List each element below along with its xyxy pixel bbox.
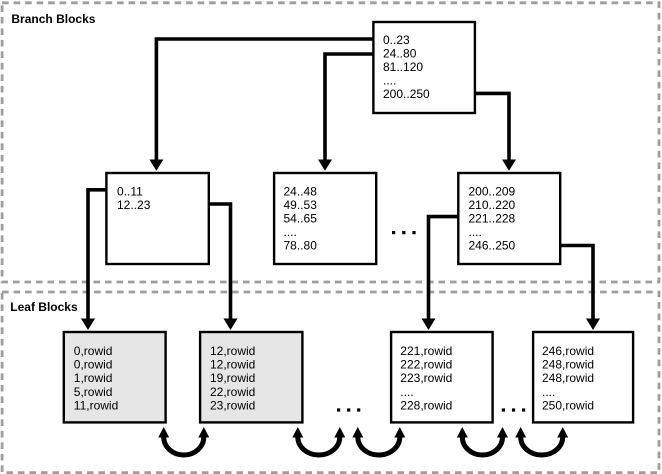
svg-text:228,rowid: 228,rowid [400, 399, 452, 413]
svg-text:....: .... [284, 225, 297, 239]
svg-text:....: .... [469, 225, 482, 239]
svg-text:0..23: 0..23 [383, 33, 410, 47]
svg-text:23,rowid: 23,rowid [210, 399, 255, 413]
svg-text:248,rowid: 248,rowid [542, 371, 594, 385]
svg-text:222,rowid: 222,rowid [400, 358, 452, 372]
svg-text:223,rowid: 223,rowid [400, 371, 452, 385]
svg-text:0,rowid: 0,rowid [74, 358, 113, 372]
svg-text:....: .... [400, 385, 413, 399]
svg-text:12,rowid: 12,rowid [210, 358, 255, 372]
svg-text:....: .... [542, 385, 555, 399]
svg-text:12..23: 12..23 [117, 198, 151, 212]
svg-text:Branch Blocks: Branch Blocks [11, 12, 95, 26]
svg-text:....: .... [383, 74, 396, 88]
svg-text:250,rowid: 250,rowid [542, 399, 594, 413]
svg-text:246,rowid: 246,rowid [542, 344, 594, 358]
svg-text:12,rowid: 12,rowid [210, 344, 255, 358]
svg-text:Leaf Blocks: Leaf Blocks [10, 300, 78, 314]
svg-text:0,rowid: 0,rowid [74, 344, 113, 358]
svg-text:24..80: 24..80 [383, 47, 417, 61]
svg-text:200..250: 200..250 [383, 87, 430, 101]
svg-text:81..120: 81..120 [383, 60, 423, 74]
svg-text:246..250: 246..250 [469, 239, 516, 253]
svg-text:54..65: 54..65 [284, 212, 318, 226]
svg-text:248,rowid: 248,rowid [542, 358, 594, 372]
svg-text:22,rowid: 22,rowid [210, 385, 255, 399]
svg-text:221,rowid: 221,rowid [400, 344, 452, 358]
svg-text:19,rowid: 19,rowid [210, 371, 255, 385]
svg-text:49..53: 49..53 [284, 198, 318, 212]
svg-text:78..80: 78..80 [284, 239, 318, 253]
svg-text:210..220: 210..220 [469, 198, 516, 212]
svg-text:24..48: 24..48 [284, 185, 318, 199]
svg-text:1,rowid: 1,rowid [74, 371, 113, 385]
svg-text:5,rowid: 5,rowid [74, 385, 113, 399]
svg-text:221..228: 221..228 [469, 212, 516, 226]
svg-text:11,rowid: 11,rowid [74, 399, 118, 413]
svg-text:0..11: 0..11 [117, 185, 143, 199]
svg-text:200..209: 200..209 [469, 185, 516, 199]
